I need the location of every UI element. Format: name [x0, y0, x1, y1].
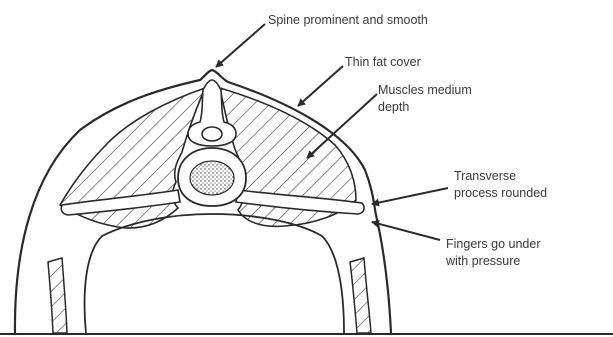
left-rib	[48, 258, 67, 333]
label-muscles-line2: depth	[378, 100, 409, 114]
label-fingers-line1: Fingers go under	[446, 237, 541, 251]
arrow-transverse	[372, 188, 448, 204]
arrow-spine	[216, 24, 265, 67]
label-muscles-line1: Muscles medium	[378, 83, 472, 97]
abdominal-cavity-wall	[85, 214, 344, 333]
label-fingers-line2: with pressure	[445, 254, 520, 268]
arrow-fingers	[372, 222, 440, 240]
label-transverse-line1: Transverse	[454, 169, 516, 183]
label-transverse-line2: process rounded	[454, 186, 547, 200]
label-spine: Spine prominent and smooth	[268, 13, 428, 27]
arrow-muscles	[307, 94, 377, 158]
right-rib	[350, 258, 371, 333]
label-fat-cover: Thin fat cover	[345, 55, 421, 69]
vertebral-marrow	[190, 161, 234, 195]
spinal-canal	[202, 127, 222, 141]
arrow-fat-cover	[298, 66, 343, 106]
